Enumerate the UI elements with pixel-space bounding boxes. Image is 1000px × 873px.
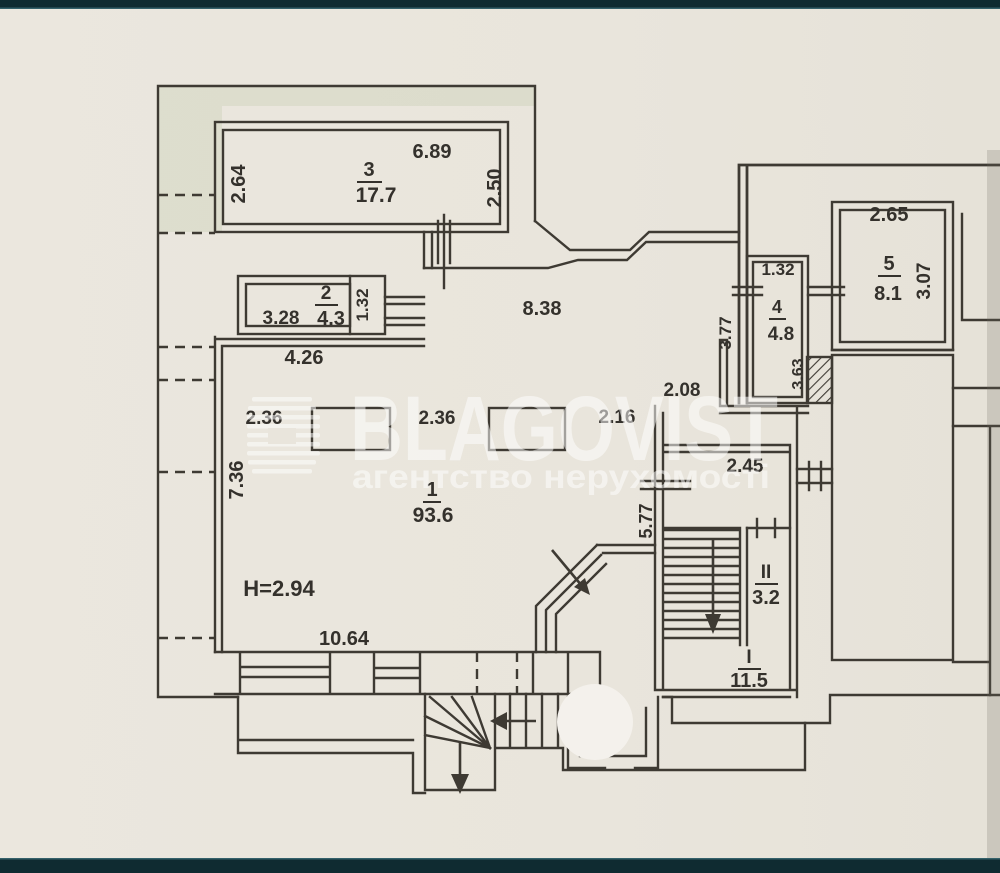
room4-door-ticks — [731, 285, 846, 297]
room5-inner-wall — [838, 208, 947, 344]
stairwell-walls — [653, 338, 810, 699]
room1-north-wall — [422, 219, 741, 270]
room2-area: 4.3 — [317, 308, 345, 330]
dim-room3-top: 6.89 — [413, 141, 452, 163]
room-label-I: I 11.5 — [730, 647, 768, 692]
room4-outer-wall — [745, 254, 810, 405]
right-edge-walls — [951, 212, 1000, 697]
dim-room3-left: 2.64 — [228, 164, 250, 204]
room-labels: 3 17.7 2 4.3 1 93.6 4 4.8 5 8.1 II 3.2 — [315, 159, 902, 692]
direction-arrows — [451, 538, 721, 794]
bottom-bar — [0, 858, 1000, 873]
outer-walls — [156, 84, 537, 699]
dim-pier-mid: 2.36 — [419, 408, 456, 429]
watermark-tagline: агентство нерухомості — [352, 458, 770, 495]
dim-room5-right: 3.07 — [914, 263, 935, 300]
dim-niche: 2.08 — [664, 380, 701, 401]
room4-number: 4 — [772, 297, 782, 317]
room3-area: 17.7 — [356, 184, 397, 207]
dimension-labels: 6.89 2.64 2.50 3.28 1.32 4.26 8.38 2.36 … — [226, 141, 935, 650]
roomII-door-ticks — [745, 517, 792, 539]
erased-watermark-blob — [557, 684, 633, 760]
vestibule-chamfer-walls — [534, 543, 657, 654]
room4-area: 4.8 — [768, 324, 794, 345]
watermark: BLAGOVIST агентство нерухомості — [247, 378, 778, 495]
hatched-shaft — [805, 355, 834, 405]
dim-corridor4: 3.77 — [716, 316, 735, 349]
room3-number: 3 — [363, 159, 374, 181]
terrace-walls — [236, 695, 427, 795]
roomII-area: 3.2 — [752, 587, 780, 609]
dim-room2-left: 3.28 — [263, 308, 300, 329]
ceiling-height-note: H=2.94 — [243, 576, 315, 601]
room1-area: 93.6 — [413, 504, 454, 527]
dim-room1-left: 7.36 — [226, 461, 248, 500]
room-label-II: II 3.2 — [752, 562, 780, 609]
watermark-b-logo — [247, 397, 320, 474]
room3-door-opening — [422, 213, 452, 290]
room5-area: 8.1 — [874, 283, 902, 305]
bottom-right-walls — [661, 693, 1000, 725]
room2-number: 2 — [321, 283, 332, 304]
dim-room5-top: 2.65 — [870, 204, 909, 226]
room1-number: 1 — [426, 479, 437, 501]
room-label-3: 3 17.7 — [356, 159, 397, 207]
top-bar — [0, 0, 1000, 9]
room1-left-walls — [213, 335, 426, 654]
adjacent-space-wall — [830, 353, 955, 662]
roomI-area: 11.5 — [730, 670, 768, 692]
room2-door-ticks — [383, 295, 426, 327]
dim-pier-right: 2.16 — [599, 407, 636, 428]
page-edge-shadow — [987, 150, 1000, 859]
winder-stairs-left-arrow — [490, 712, 536, 730]
pier-column-2 — [487, 406, 567, 452]
floorplan-walls — [156, 84, 1000, 795]
dim-under-room2: 4.26 — [285, 347, 324, 369]
dim-stair-top: 2.45 — [727, 456, 764, 477]
room-label-1: 1 93.6 — [413, 479, 454, 527]
dim-room1-bottom: 10.64 — [319, 628, 370, 650]
room3-inner-wall — [221, 128, 502, 226]
dim-room1-top: 8.38 — [523, 298, 562, 320]
stair-flight-treads — [663, 526, 749, 647]
dim-room3-right: 2.50 — [484, 169, 506, 208]
dim-room4-right: 3.63 — [790, 358, 807, 389]
bottom-window-wall — [213, 650, 605, 696]
roomII-number: II — [761, 562, 772, 583]
stairwell-window-ticks — [795, 460, 834, 492]
bottom-bar-edge — [0, 858, 1000, 860]
room5-number: 5 — [883, 253, 894, 275]
dim-room4-top: 1.32 — [761, 260, 794, 279]
pier-column-1 — [310, 406, 392, 452]
dim-room2-right: 1.32 — [353, 288, 372, 321]
room3-outer-wall — [213, 120, 510, 234]
roomI-number: I — [746, 647, 751, 668]
upper-stairs-down-arrow — [705, 538, 721, 634]
winder-stairs-down-arrow — [451, 742, 469, 794]
top-bar-edge — [0, 7, 1000, 9]
room-label-4: 4 4.8 — [768, 297, 794, 345]
room-label-2: 2 4.3 — [315, 283, 345, 330]
dim-vestibule: 5.77 — [636, 503, 656, 538]
room-label-5: 5 8.1 — [874, 253, 902, 305]
stairwell-door-ticks — [639, 479, 692, 491]
watermark-brand: BLAGOVIST — [350, 378, 778, 480]
paper-tint — [158, 86, 535, 232]
entrance-swing-arrow — [551, 549, 590, 595]
dashed-walls — [158, 193, 519, 694]
room4-inner-wall — [751, 260, 804, 399]
